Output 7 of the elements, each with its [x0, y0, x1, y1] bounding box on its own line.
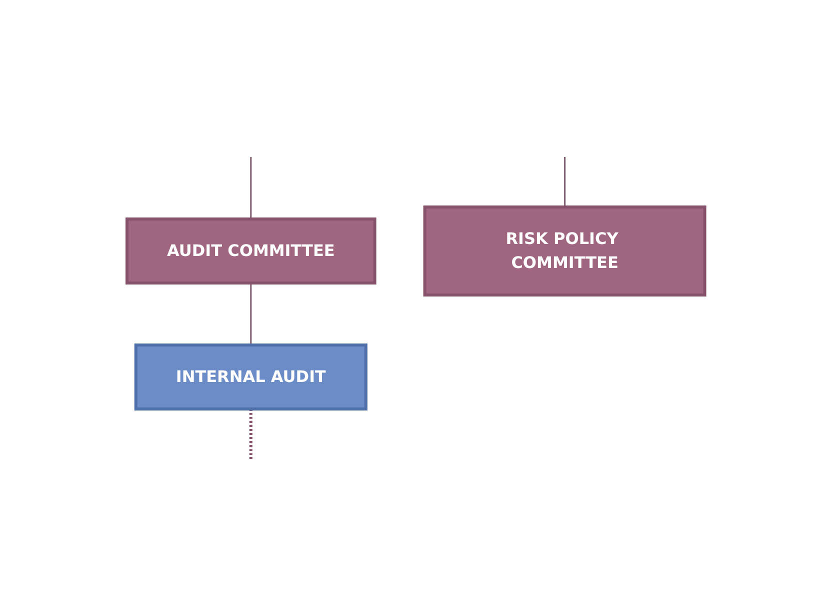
node-box: AUDIT COMMITTEE: [126, 217, 376, 284]
node-box: INTERNAL AUDIT: [134, 343, 368, 410]
connector: [250, 282, 252, 344]
node-box: RISK POLICY COMMITTEE: [423, 205, 706, 296]
connector: [564, 156, 566, 206]
connector: [250, 156, 252, 218]
connector: [250, 408, 252, 458]
